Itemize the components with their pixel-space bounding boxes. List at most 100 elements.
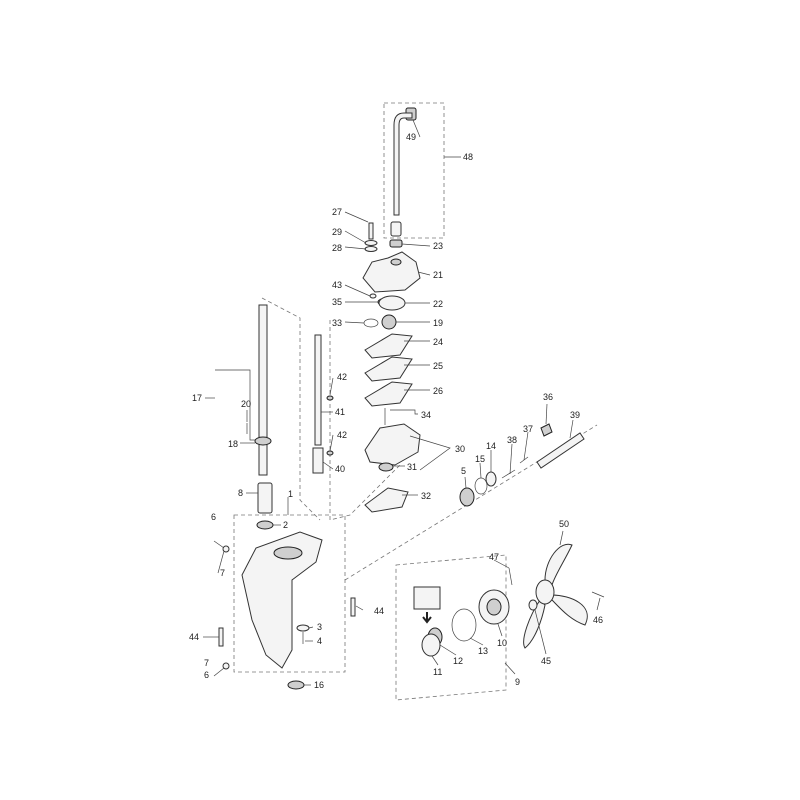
callout-6b: 6 bbox=[204, 670, 210, 680]
part-40-tube bbox=[312, 447, 324, 474]
part-8-tube bbox=[257, 482, 273, 514]
part-46-cotter bbox=[591, 591, 605, 598]
part-11-bearing bbox=[421, 633, 441, 657]
part-30-pump-base bbox=[364, 423, 421, 466]
part-21-pump-housing bbox=[362, 251, 421, 293]
part-18-collar bbox=[254, 436, 272, 446]
callout-24: 24 bbox=[433, 337, 444, 347]
part-42a-clip bbox=[326, 395, 334, 401]
part-27-bolt bbox=[368, 222, 374, 240]
callout-17: 17 bbox=[192, 393, 203, 403]
callout-3: 3 bbox=[317, 622, 323, 632]
assembly-arrow bbox=[422, 612, 432, 624]
callout-46: 46 bbox=[593, 615, 604, 625]
callout-43: 43 bbox=[332, 280, 343, 290]
callout-21: 21 bbox=[433, 270, 444, 280]
part-14-washer bbox=[485, 471, 497, 487]
part-48-rod-end bbox=[390, 221, 402, 237]
callout-1: 1 bbox=[288, 489, 294, 499]
part-10-inner bbox=[486, 598, 502, 616]
part-50-hub bbox=[535, 579, 555, 605]
part-6b-bolt bbox=[213, 667, 225, 677]
callout-44a: 44 bbox=[189, 632, 200, 642]
part-32-gasket bbox=[364, 487, 409, 513]
part-25-plate bbox=[364, 356, 413, 382]
callout-26: 26 bbox=[433, 386, 444, 396]
part-28-washer bbox=[364, 246, 378, 252]
callout-31: 31 bbox=[407, 462, 418, 472]
part-21-outlet bbox=[390, 258, 402, 266]
part-15-oring bbox=[474, 477, 488, 495]
callout-38: 38 bbox=[507, 435, 518, 445]
assembly-symbol bbox=[413, 586, 441, 610]
part-42b-clip bbox=[326, 450, 334, 456]
callout-23: 23 bbox=[433, 241, 444, 251]
group-box-1 bbox=[233, 514, 346, 673]
callout-16: 16 bbox=[314, 680, 325, 690]
callout-20: 20 bbox=[241, 399, 252, 409]
part-41-rod bbox=[314, 334, 322, 446]
callout-28: 28 bbox=[332, 243, 343, 253]
callout-11: 11 bbox=[433, 667, 443, 677]
part-48-shift-rod bbox=[393, 112, 413, 216]
callout-40: 40 bbox=[335, 464, 346, 474]
callout-42a: 42 bbox=[337, 372, 348, 382]
part-36-clutch bbox=[540, 423, 553, 437]
part-26-gasket bbox=[364, 381, 413, 407]
callout-36: 36 bbox=[543, 392, 554, 402]
part-43-pin bbox=[369, 293, 377, 299]
part-19-impeller bbox=[381, 314, 397, 330]
callout-7a: 7 bbox=[220, 568, 226, 578]
callout-39: 39 bbox=[570, 410, 581, 420]
callout-37: 37 bbox=[523, 424, 534, 434]
callout-50: 50 bbox=[559, 519, 570, 529]
part-7b-washer bbox=[222, 662, 230, 670]
shaft-guide-lines bbox=[261, 297, 321, 521]
callout-47: 47 bbox=[489, 552, 500, 562]
callout-45: 45 bbox=[541, 656, 552, 666]
part-33-oring bbox=[363, 318, 379, 328]
part-6a-bolt bbox=[213, 540, 225, 549]
callout-18: 18 bbox=[228, 439, 239, 449]
callout-13: 13 bbox=[478, 646, 489, 656]
part-22-liner bbox=[378, 295, 406, 311]
part-50-propeller bbox=[523, 543, 588, 649]
callout-19: 19 bbox=[433, 318, 444, 328]
part-3-washer bbox=[296, 624, 310, 632]
callout-34: 34 bbox=[421, 410, 432, 420]
part-17-drive-shaft bbox=[258, 304, 268, 476]
callout-30: 30 bbox=[455, 444, 466, 454]
part-45-washer bbox=[528, 599, 538, 611]
part-1-gear-case bbox=[241, 531, 323, 669]
callout-35: 35 bbox=[332, 297, 343, 307]
group-box-9 bbox=[395, 554, 507, 701]
callout-32: 32 bbox=[421, 491, 432, 501]
part-39-propeller-shaft bbox=[536, 432, 585, 469]
part-24-gasket bbox=[364, 333, 413, 359]
callout-8: 8 bbox=[238, 488, 244, 498]
callout-6a: 6 bbox=[211, 512, 217, 522]
callout-15: 15 bbox=[475, 454, 486, 464]
callout-44b: 44 bbox=[374, 606, 385, 616]
callout-10: 10 bbox=[497, 638, 508, 648]
callout-25: 25 bbox=[433, 361, 444, 371]
callout-41: 41 bbox=[335, 407, 346, 417]
callout-5: 5 bbox=[461, 466, 467, 476]
callout-22: 22 bbox=[433, 299, 444, 309]
callout-49: 49 bbox=[406, 132, 417, 142]
callout-33: 33 bbox=[332, 318, 343, 328]
part-5-bearing bbox=[459, 487, 475, 507]
part-44a-stud bbox=[218, 627, 224, 647]
callout-7b: 7 bbox=[204, 658, 210, 668]
callout-4: 4 bbox=[317, 636, 323, 646]
part-44b-stud bbox=[350, 597, 356, 617]
part-16-anode bbox=[287, 680, 305, 690]
callout-29: 29 bbox=[332, 227, 343, 237]
part-29-washer bbox=[364, 240, 378, 246]
callout-2: 2 bbox=[283, 520, 289, 530]
part-31-seal bbox=[378, 462, 394, 472]
callout-48: 48 bbox=[463, 152, 474, 162]
part-47-pin bbox=[508, 567, 513, 586]
part-2-seal bbox=[256, 520, 274, 530]
